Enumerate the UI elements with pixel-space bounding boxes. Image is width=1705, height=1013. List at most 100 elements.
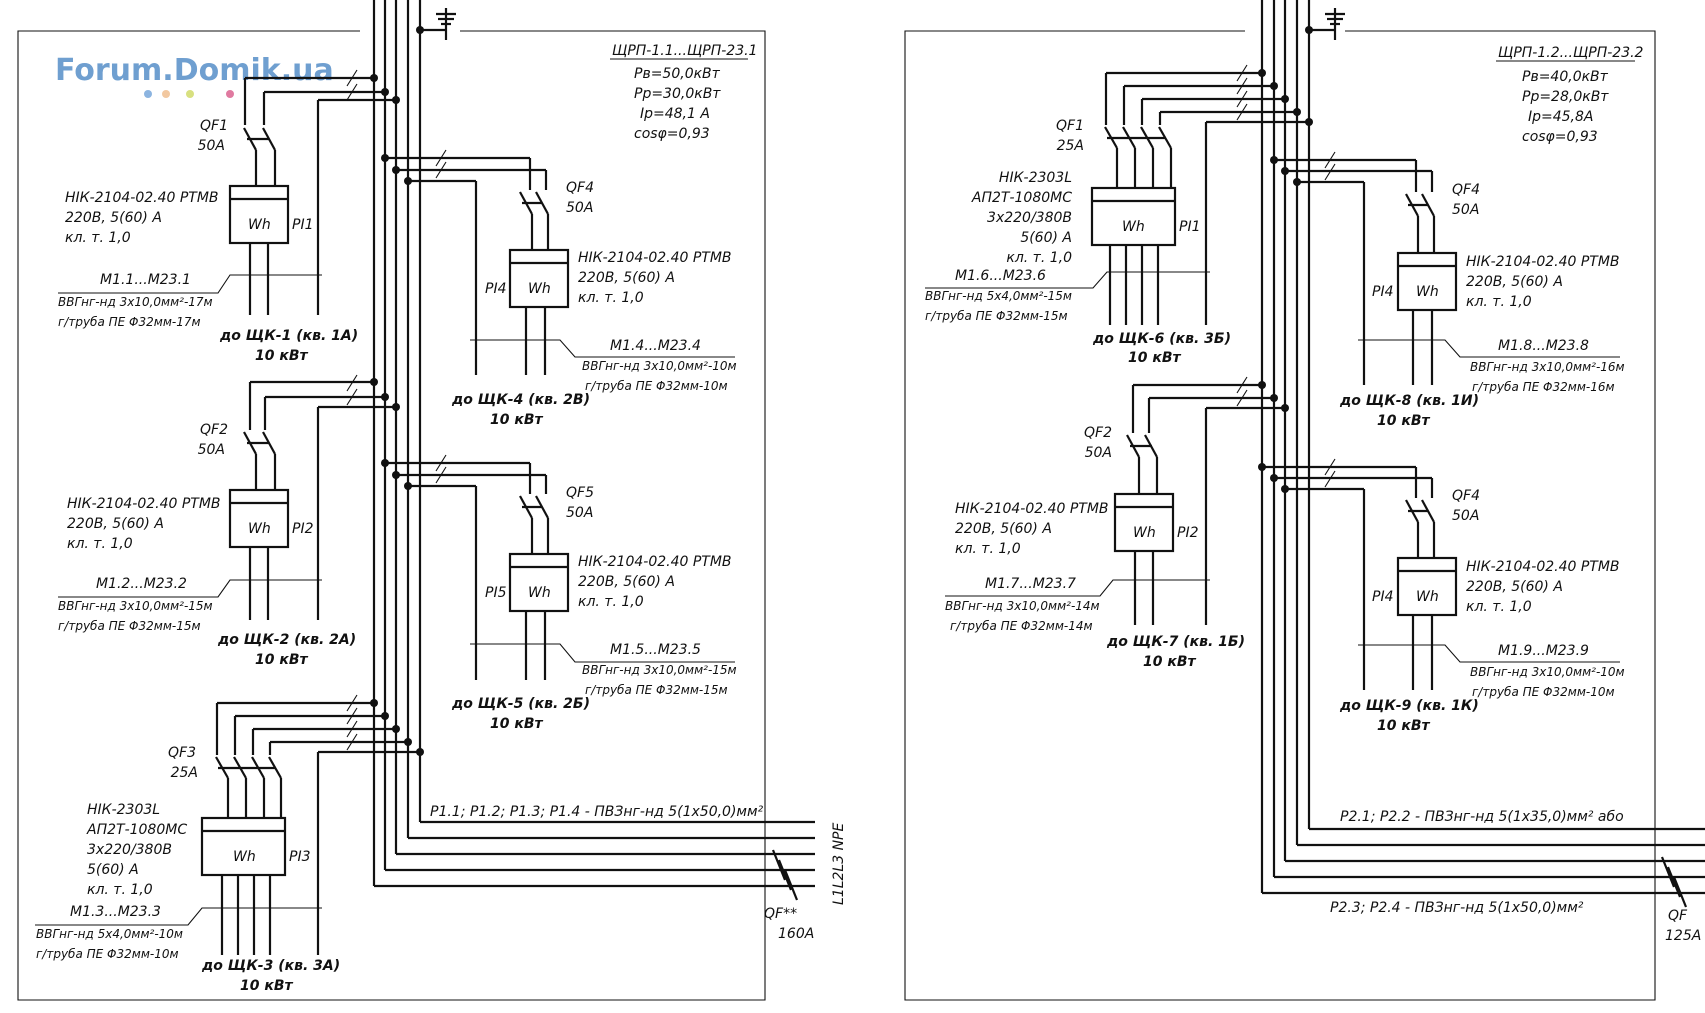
junction-dot — [392, 403, 400, 411]
meter-spec: кл. т. 1,0 — [955, 541, 1021, 557]
meter-model: НІК-2104-02.40 РТМВ — [65, 190, 219, 206]
panel-left-frame — [17, 30, 766, 1001]
junction-dot — [404, 482, 412, 490]
junction-dot — [1270, 82, 1278, 90]
bus-cable-note: P2.3; P2.4 - ПВЗнг-нд 5(1х50,0)мм² — [1330, 900, 1584, 916]
bus-slash — [1324, 458, 1336, 476]
energy-meter-box — [1396, 556, 1458, 617]
breaker-label: QF1 — [1056, 118, 1084, 134]
bus-slash — [1236, 103, 1248, 121]
destination-label: до ЩК-5 (кв. 2Б) — [451, 696, 590, 712]
destination-label: до ЩК-4 (кв. 2В) — [451, 392, 590, 408]
cable-leader — [58, 274, 322, 294]
energy-meter-box — [1090, 186, 1177, 247]
cable-spec: г/труба ПЕ Φ32мм-17м — [58, 315, 201, 329]
panel-param: Pв=40,0кВт — [1522, 69, 1609, 85]
cable-leader — [1358, 339, 1620, 358]
line-label: М1.7...М23.7 — [985, 576, 1076, 592]
junction-dot — [1258, 69, 1266, 77]
power-label: 10 кВт — [240, 978, 294, 994]
breaker-rating: 25A — [1057, 138, 1084, 154]
energy-meter-box — [1396, 251, 1458, 312]
meter-symbol: Wh — [1416, 589, 1439, 605]
bus-slash — [346, 388, 358, 406]
meter-spec: АП2Т-1080МС — [971, 190, 1072, 206]
bus-slash — [435, 454, 447, 472]
watermark-dot-4 — [226, 90, 234, 98]
junction-dot — [381, 712, 389, 720]
power-label: 10 кВт — [1377, 718, 1431, 734]
main-breaker-contact — [783, 869, 799, 901]
main-breaker-contact — [1666, 866, 1682, 898]
meter-spec: 220В, 5(60) А — [1466, 274, 1563, 290]
meter-spec: 3х220/380В — [87, 842, 172, 858]
meter-spec: АП2Т-1080МС — [86, 822, 187, 838]
cable-spec: ВВГнг-нд 3х10,0мм²-16м — [1470, 360, 1625, 374]
breaker-label: QF4 — [1452, 182, 1480, 198]
junction-dot — [404, 738, 412, 746]
cable-leader — [35, 907, 322, 926]
meter-symbol: Wh — [233, 849, 256, 865]
panel-param: Ip=48,1 A — [640, 106, 710, 122]
panel-right: ЩРП-1.2...ЩРП-23.2 Pв=40,0кВт Pp=28,0кВт… — [904, 0, 1705, 1001]
meter-tag: PI4 — [485, 281, 506, 297]
bus-slash — [435, 466, 447, 484]
junction-dot — [1281, 485, 1289, 493]
cable-leader — [470, 339, 735, 358]
bus-slash — [346, 83, 358, 101]
main-breaker-rating: 125A — [1665, 928, 1701, 944]
meter-spec: 220В, 5(60) А — [955, 521, 1052, 537]
meter-spec: 220В, 5(60) А — [65, 210, 162, 226]
bus-slash — [1324, 470, 1336, 488]
watermark-dot-1 — [144, 90, 152, 98]
cable-spec: ВВГнг-нд 3х10,0мм²-17м — [58, 295, 213, 309]
cable-leader — [58, 579, 322, 598]
bus-slash — [1236, 90, 1248, 108]
line-label: М1.1...М23.1 — [100, 272, 191, 288]
cable-spec: г/труба ПЕ Φ32мм-10м — [1472, 685, 1615, 699]
meter-symbol: Wh — [1122, 219, 1145, 235]
junction-dot — [370, 74, 378, 82]
breaker-rating: 50A — [1085, 445, 1112, 461]
destination-label: до ЩК-7 (кв. 1Б) — [1106, 634, 1245, 650]
junction-dot — [392, 471, 400, 479]
junction-dot — [1293, 178, 1301, 186]
junction-dot — [1270, 156, 1278, 164]
bus-slash — [346, 694, 358, 712]
meter-tag: PI2 — [292, 521, 314, 537]
power-label: 10 кВт — [490, 716, 544, 732]
bus-slash — [346, 374, 358, 392]
bus-cable-note: P2.1; P2.2 - ПВЗнг-нд 5(1х35,0)мм² або — [1340, 809, 1624, 825]
energy-meter-box — [228, 488, 290, 549]
cable-spec: г/труба ПЕ Φ32мм-15м — [58, 619, 201, 633]
power-label: 10 кВт — [1143, 654, 1197, 670]
energy-meter-box — [508, 248, 570, 309]
cable-spec: г/труба ПЕ Φ32мм-10м — [585, 379, 728, 393]
cable-spec: г/труба ПЕ Φ32мм-14м — [950, 619, 1093, 633]
meter-spec: 220В, 5(60) А — [578, 574, 675, 590]
breaker-rating: 50A — [198, 442, 225, 458]
cable-leader — [470, 643, 735, 663]
main-breaker-contact — [777, 859, 793, 891]
meter-model: НІК-2104-02.40 РТМВ — [1466, 559, 1620, 575]
bus-slash — [1236, 77, 1248, 95]
junction-dot — [392, 725, 400, 733]
bus-slash — [346, 69, 358, 87]
junction-dot — [370, 699, 378, 707]
junction-dot — [416, 748, 424, 756]
destination-label: до ЩК-2 (кв. 2А) — [217, 632, 356, 648]
meter-model: НІК-2303L — [999, 170, 1072, 186]
junction-dot — [1281, 95, 1289, 103]
energy-meter-box — [228, 184, 290, 245]
power-label: 10 кВт — [255, 652, 309, 668]
panel-title: ЩРП-1.2...ЩРП-23.2 — [1498, 45, 1644, 61]
cable-spec: ВВГнг-нд 3х10,0мм²-15м — [58, 599, 213, 613]
destination-label: до ЩК-6 (кв. 3Б) — [1092, 331, 1231, 347]
bus-slash — [346, 733, 358, 751]
junction-dot — [381, 393, 389, 401]
power-label: 10 кВт — [255, 348, 309, 364]
power-label: 10 кВт — [490, 412, 544, 428]
line-label: М1.9...М23.9 — [1498, 643, 1589, 659]
bus-slash — [1236, 376, 1248, 394]
